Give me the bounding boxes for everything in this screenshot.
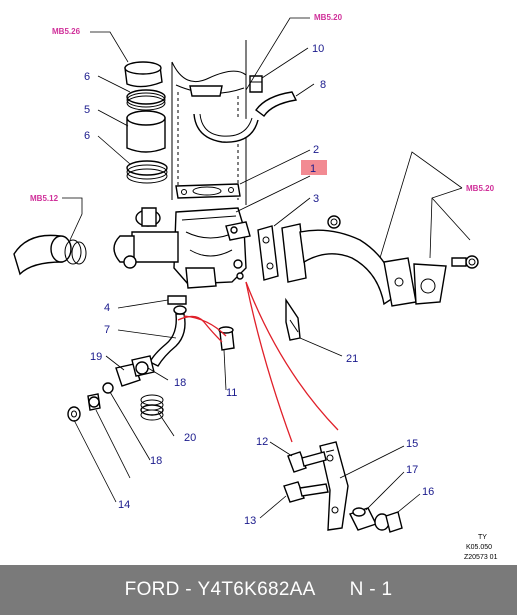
callout-18-upper: 18 bbox=[174, 377, 186, 389]
callout-17: 17 bbox=[406, 464, 418, 476]
nut-16 bbox=[374, 511, 403, 533]
callout-16: 16 bbox=[422, 486, 434, 498]
section-ref-mb5-12: MB5.12 bbox=[30, 194, 59, 203]
callout-14: 14 bbox=[118, 499, 130, 511]
callout-21: 21 bbox=[346, 353, 358, 365]
callout-20: 20 bbox=[184, 432, 196, 444]
callout-leaders bbox=[73, 47, 421, 519]
code-k05: K05.050 bbox=[466, 544, 492, 551]
highlight-box-part-1 bbox=[301, 160, 327, 175]
callout-10: 10 bbox=[312, 43, 324, 55]
callout-13: 13 bbox=[244, 515, 256, 527]
callout-6-lower: 6 bbox=[84, 130, 90, 142]
section-ref-mb5-20-top: MB5.20 bbox=[314, 13, 343, 22]
return-hose-19 bbox=[115, 355, 155, 387]
footer-part-number: Y4T6K682AA bbox=[197, 579, 316, 600]
oil-feed-pipe bbox=[193, 91, 298, 143]
code-z20573: Z20573 01 bbox=[464, 554, 498, 561]
callout-2: 2 bbox=[313, 144, 319, 156]
callout-15: 15 bbox=[406, 438, 418, 450]
banjo-union-9 bbox=[87, 393, 101, 411]
hose-clamp-18 bbox=[102, 361, 149, 394]
footer-separator: - bbox=[179, 579, 198, 600]
bolt-13 bbox=[283, 481, 329, 503]
union-11 bbox=[218, 326, 235, 351]
callout-1: 1 bbox=[310, 163, 316, 175]
washer-14 bbox=[67, 406, 81, 422]
red-leader-lines bbox=[177, 281, 339, 443]
part-footer-bar: FORD - Y4T6K682AA N - 1 bbox=[0, 565, 517, 615]
spacer-17 bbox=[349, 507, 377, 531]
callout-5: 5 bbox=[84, 104, 90, 116]
exhaust-elbow bbox=[281, 223, 447, 307]
clamp-ring-upper bbox=[126, 89, 166, 111]
intake-hose-left bbox=[13, 234, 87, 276]
ref-brackets bbox=[62, 17, 471, 259]
flange-gasket bbox=[175, 183, 241, 199]
section-ref-mb5-20-right: MB5.20 bbox=[466, 184, 495, 193]
code-ty: TY bbox=[478, 534, 487, 541]
clip-21 bbox=[285, 297, 301, 341]
elbow-stud-nut bbox=[327, 215, 479, 269]
callout-12: 12 bbox=[256, 436, 268, 448]
footer-brand: FORD bbox=[124, 579, 180, 600]
clamp-ring-lower bbox=[126, 160, 168, 184]
callout-8: 8 bbox=[320, 79, 326, 91]
callout-6-upper: 6 bbox=[84, 71, 90, 83]
hose-sleeve bbox=[126, 110, 166, 153]
callout-7: 7 bbox=[104, 324, 110, 336]
turbocharger bbox=[113, 207, 251, 289]
footer-quantity: N - 1 bbox=[349, 579, 393, 600]
callout-19: 19 bbox=[90, 351, 102, 363]
exhaust-gasket-3 bbox=[257, 225, 279, 281]
callout-3: 3 bbox=[313, 193, 319, 205]
union-fitting-10 bbox=[249, 75, 263, 93]
exploded-parts-diagram: 1 2 3 4 5 6 6 7 8 10 11 12 13 14 15 16 1… bbox=[13, 13, 498, 561]
section-ref-mb5-26: MB5.26 bbox=[52, 27, 81, 36]
oil-return-pipe bbox=[149, 295, 187, 367]
support-bracket-15 bbox=[319, 441, 349, 531]
intake-pipe-upper bbox=[124, 61, 163, 88]
spring-clip-20 bbox=[140, 394, 164, 421]
callout-11: 11 bbox=[226, 387, 237, 399]
bolt-12 bbox=[287, 451, 327, 473]
callout-4: 4 bbox=[104, 302, 110, 314]
callout-18-lower: 18 bbox=[150, 455, 162, 467]
